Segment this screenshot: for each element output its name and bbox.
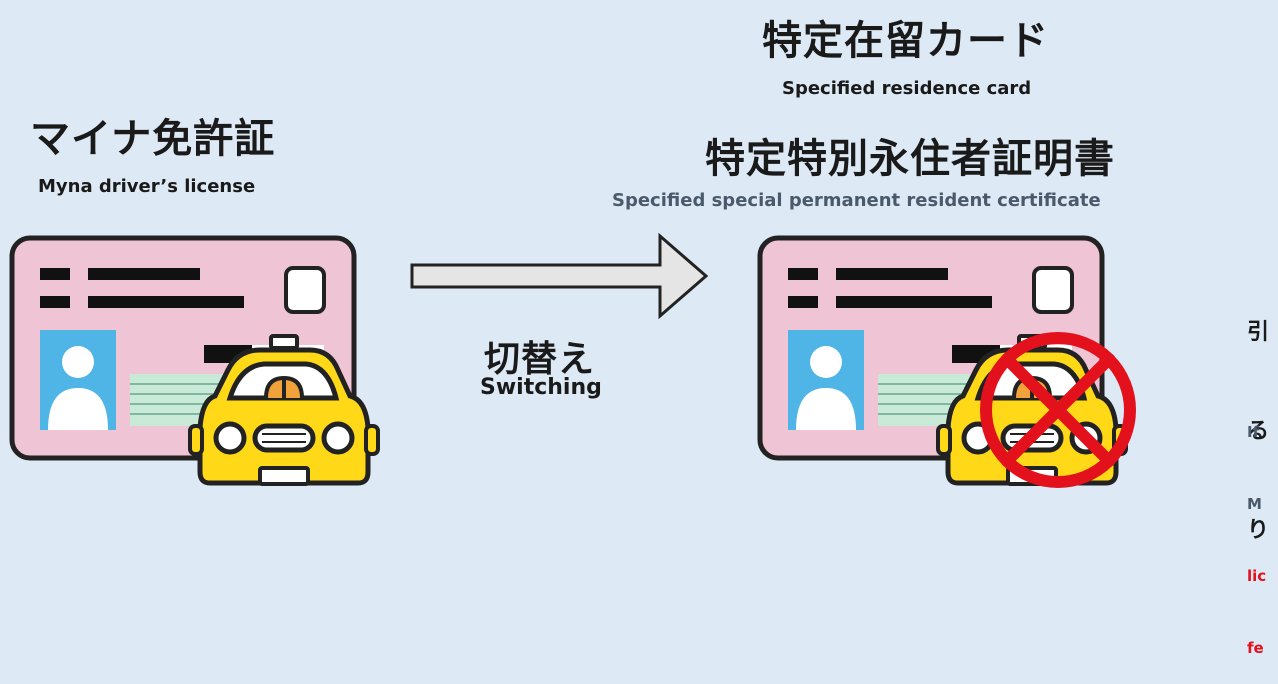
prohibited-icon (980, 332, 1136, 488)
note-en-line: M (1247, 495, 1262, 513)
residence-card-title: 特定在留カード (762, 18, 1049, 64)
switching-label-en: Switching (480, 375, 602, 400)
note-jp-line: る (1247, 419, 1270, 444)
illustration-layer (9, 232, 1136, 488)
note-jp-line: 引 (1247, 320, 1270, 345)
switch-arrow-icon (410, 232, 709, 320)
residence-card-subtitle: Specified residence card (782, 78, 1032, 99)
note-en-line-red: fe (1247, 639, 1264, 657)
note-en-line-red: lic (1247, 567, 1267, 585)
myna-license-title: マイナ免許証 (30, 116, 276, 162)
permanent-resident-certificate-title: 特定特別永住者証明書 (705, 136, 1115, 182)
myna-license-subtitle: Myna driver’s license (38, 176, 256, 197)
permanent-resident-certificate-subtitle: Specified special permanent resident cer… (612, 190, 1101, 211)
note-en: If M lic fe (1247, 372, 1278, 684)
switching-label-jp: 切替え (484, 339, 596, 380)
note-en-line: If (1247, 423, 1260, 441)
